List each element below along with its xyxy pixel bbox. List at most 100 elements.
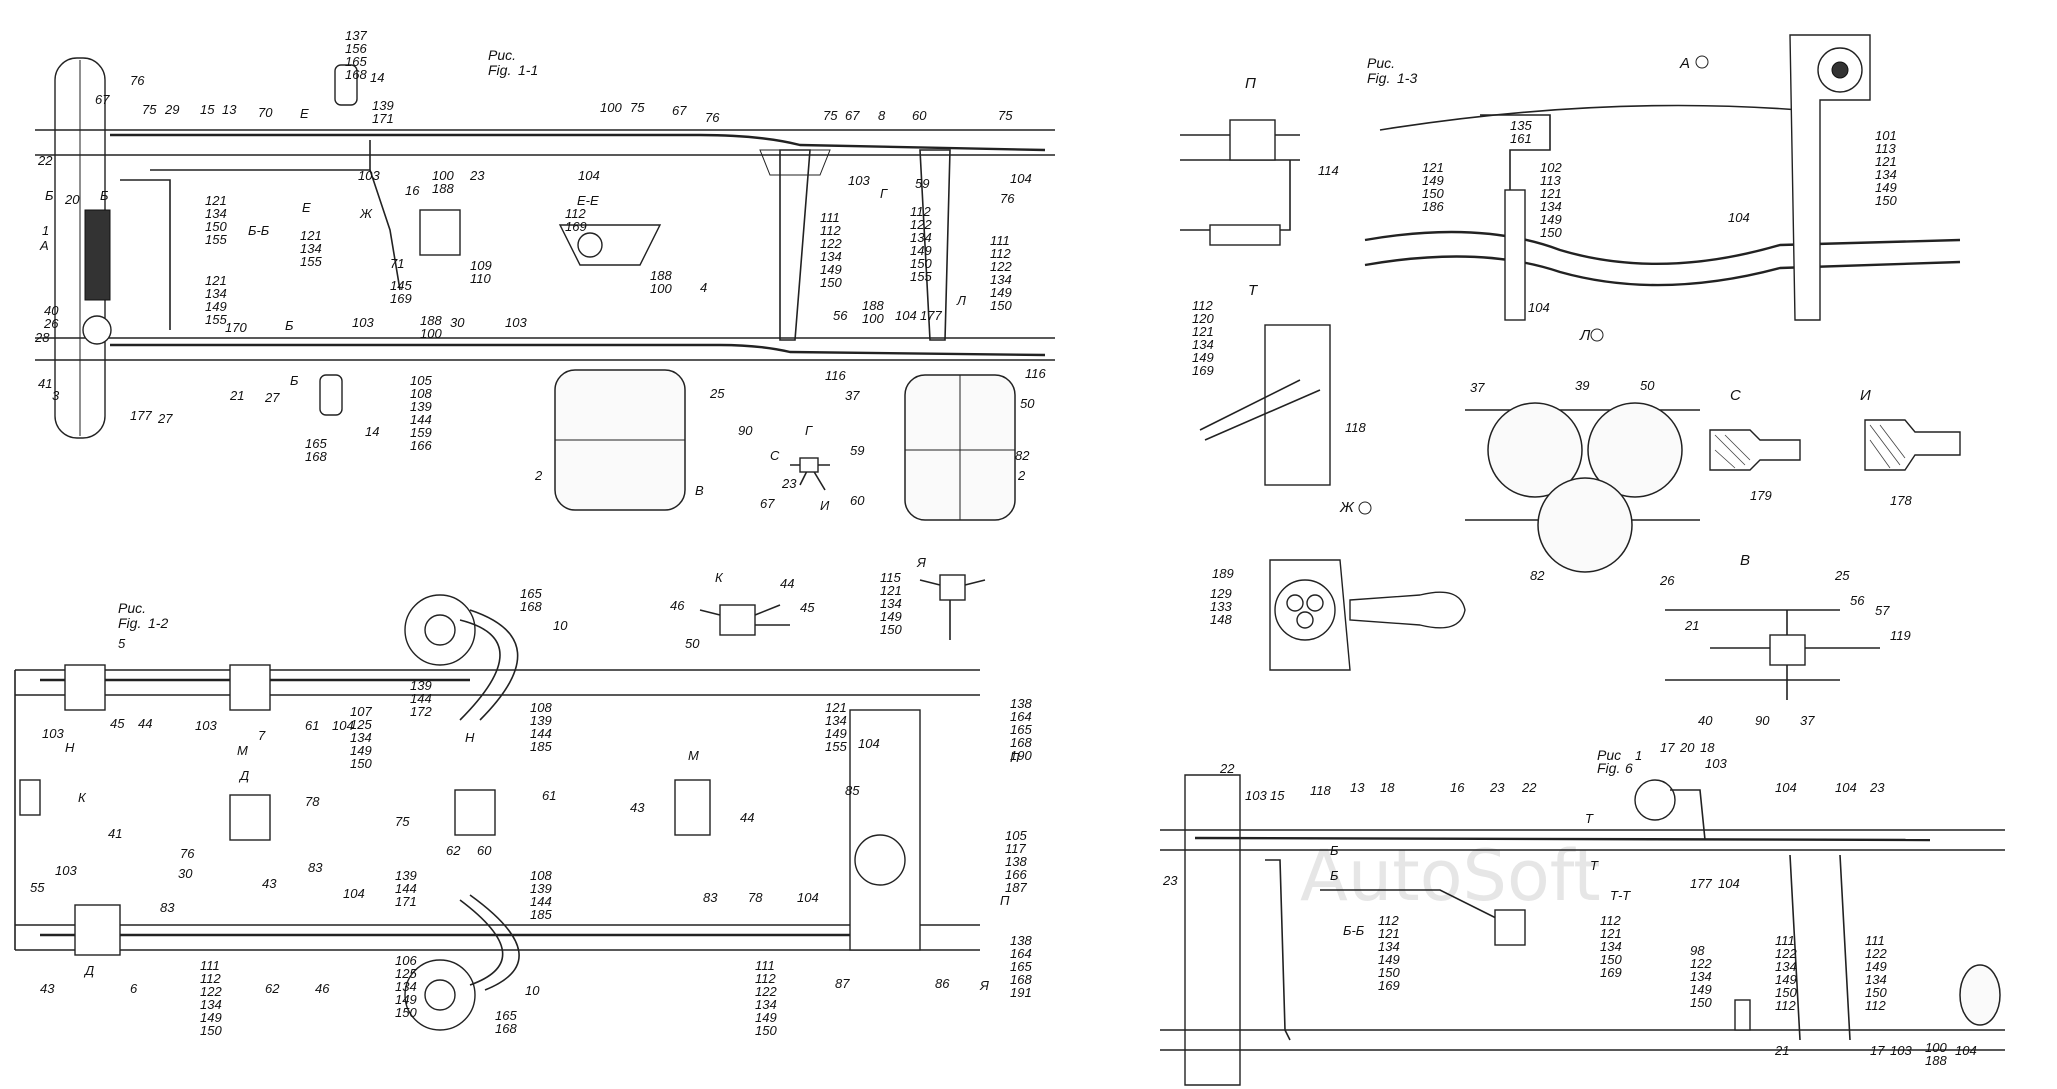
part-callout-label: 75 bbox=[998, 108, 1013, 123]
section-view-letter: Б bbox=[285, 318, 294, 333]
part-callout-label: 14 bbox=[370, 70, 384, 85]
fig1-2-number: 1-2 bbox=[148, 615, 168, 631]
part-callout-label: 41 bbox=[38, 376, 52, 391]
section-view-letter: А bbox=[1679, 55, 1690, 72]
part-callout-label: 104 bbox=[797, 890, 819, 905]
part-callout-label: 177 bbox=[130, 408, 152, 423]
part-callout-label: 46 bbox=[315, 981, 330, 996]
part-callout-label: 83 bbox=[308, 860, 323, 875]
part-callout-label: 83 bbox=[703, 890, 718, 905]
part-callout-label: 104 bbox=[1775, 780, 1797, 795]
valve-7 bbox=[229, 664, 271, 711]
view-a-frame bbox=[1364, 230, 1961, 266]
fig1-1-caption-en: Fig. bbox=[488, 62, 511, 78]
part-callout-label: 82 bbox=[1015, 448, 1030, 463]
part-callout-label: 116 bbox=[1025, 366, 1046, 381]
part-callout-label: 59 bbox=[850, 443, 864, 458]
part-callout-label: 50 bbox=[685, 636, 700, 651]
part-callout-label: 46 bbox=[670, 598, 685, 613]
section-view-letter: В bbox=[1740, 552, 1750, 569]
part-callout-label: 13 bbox=[222, 102, 237, 117]
part-callout-label: 57 bbox=[1875, 603, 1890, 618]
valve-6 bbox=[74, 904, 121, 956]
part-callout-label: 104 bbox=[895, 308, 917, 323]
part-callout-label: 15 bbox=[1270, 788, 1285, 803]
part-callout-label: 5 bbox=[118, 636, 126, 651]
part-callout-label: 30 bbox=[450, 315, 465, 330]
part-callout-label: 16 bbox=[405, 183, 420, 198]
part-callout-label: 103 bbox=[55, 863, 77, 878]
part-callout-label: 23 bbox=[1869, 780, 1885, 795]
frame-rail-lower bbox=[35, 337, 1055, 361]
part-callout-label: 104 bbox=[332, 718, 354, 733]
watermark: AutoSoft bbox=[1300, 835, 1601, 917]
part-callout-label: 21 bbox=[1774, 1043, 1789, 1058]
section-view-letter: Н bbox=[465, 730, 475, 745]
part-callout-label: 119 bbox=[1890, 628, 1911, 643]
view-a-bracket-right bbox=[1789, 34, 1871, 321]
valve-5 bbox=[64, 664, 106, 711]
figure-1-1: Рис. Fig. 1-1 bbox=[34, 28, 1055, 651]
part-callout-label: 103 bbox=[1890, 1043, 1912, 1058]
part-callout-label: 83 bbox=[160, 900, 175, 915]
part-callout-label: 67 bbox=[95, 92, 110, 107]
fig1-2-caption-en: Fig. bbox=[118, 615, 141, 631]
view-zh-valve bbox=[1274, 579, 1336, 641]
part-callout-label: 76 bbox=[705, 110, 720, 125]
part-callout-label: 177 bbox=[1690, 876, 1712, 891]
part-callout-label: 62 bbox=[446, 843, 461, 858]
part-callout-label: 22 bbox=[37, 153, 53, 168]
valve-109 bbox=[419, 209, 461, 256]
section-view-letter: П bbox=[1010, 750, 1020, 765]
part-callout-label: 75 bbox=[630, 100, 645, 115]
frame-rail-upper bbox=[35, 129, 1055, 156]
part-callout-label: 87 bbox=[835, 976, 850, 991]
part-callout-label: 104 bbox=[1010, 171, 1032, 186]
part-callout-label: 78 bbox=[305, 794, 320, 809]
part-callout-label: 8 bbox=[878, 108, 886, 123]
part-callout-label: 170 bbox=[225, 320, 247, 335]
detail-d-valve bbox=[229, 794, 271, 841]
section-view-letter: Н bbox=[65, 740, 75, 755]
part-callout-label: 56 bbox=[1850, 593, 1865, 608]
part-callout-label: 71 bbox=[390, 256, 404, 271]
crossmember-1 bbox=[779, 149, 811, 341]
fig6-valve-bb bbox=[1494, 909, 1526, 946]
part-callout-label: 14 bbox=[365, 424, 379, 439]
part-callout-label: 20 bbox=[1679, 740, 1695, 755]
section-view-letter: М bbox=[237, 743, 248, 758]
part-callout-label: 90 bbox=[1755, 713, 1770, 728]
part-callout-label: 27 bbox=[264, 390, 280, 405]
part-callout-label: 18 bbox=[1380, 780, 1395, 795]
part-callout-label: 104 bbox=[1955, 1043, 1977, 1058]
part-callout-label: 23 bbox=[1489, 780, 1505, 795]
part-callout-label: 16 bbox=[1450, 780, 1465, 795]
part-callout-label: 61 bbox=[305, 718, 319, 733]
part-callout-label: 177 bbox=[920, 308, 942, 323]
part-callout-label: 78 bbox=[748, 890, 763, 905]
rear-valve-87 bbox=[854, 834, 906, 886]
part-callout-label: 60 bbox=[850, 493, 865, 508]
pipeline-bottom bbox=[110, 343, 1046, 357]
fig6-valve-1 bbox=[1634, 779, 1676, 821]
section-view-letter: Т bbox=[1590, 858, 1599, 873]
brake-valve bbox=[84, 209, 111, 301]
part-callout-label: 15 bbox=[200, 102, 215, 117]
